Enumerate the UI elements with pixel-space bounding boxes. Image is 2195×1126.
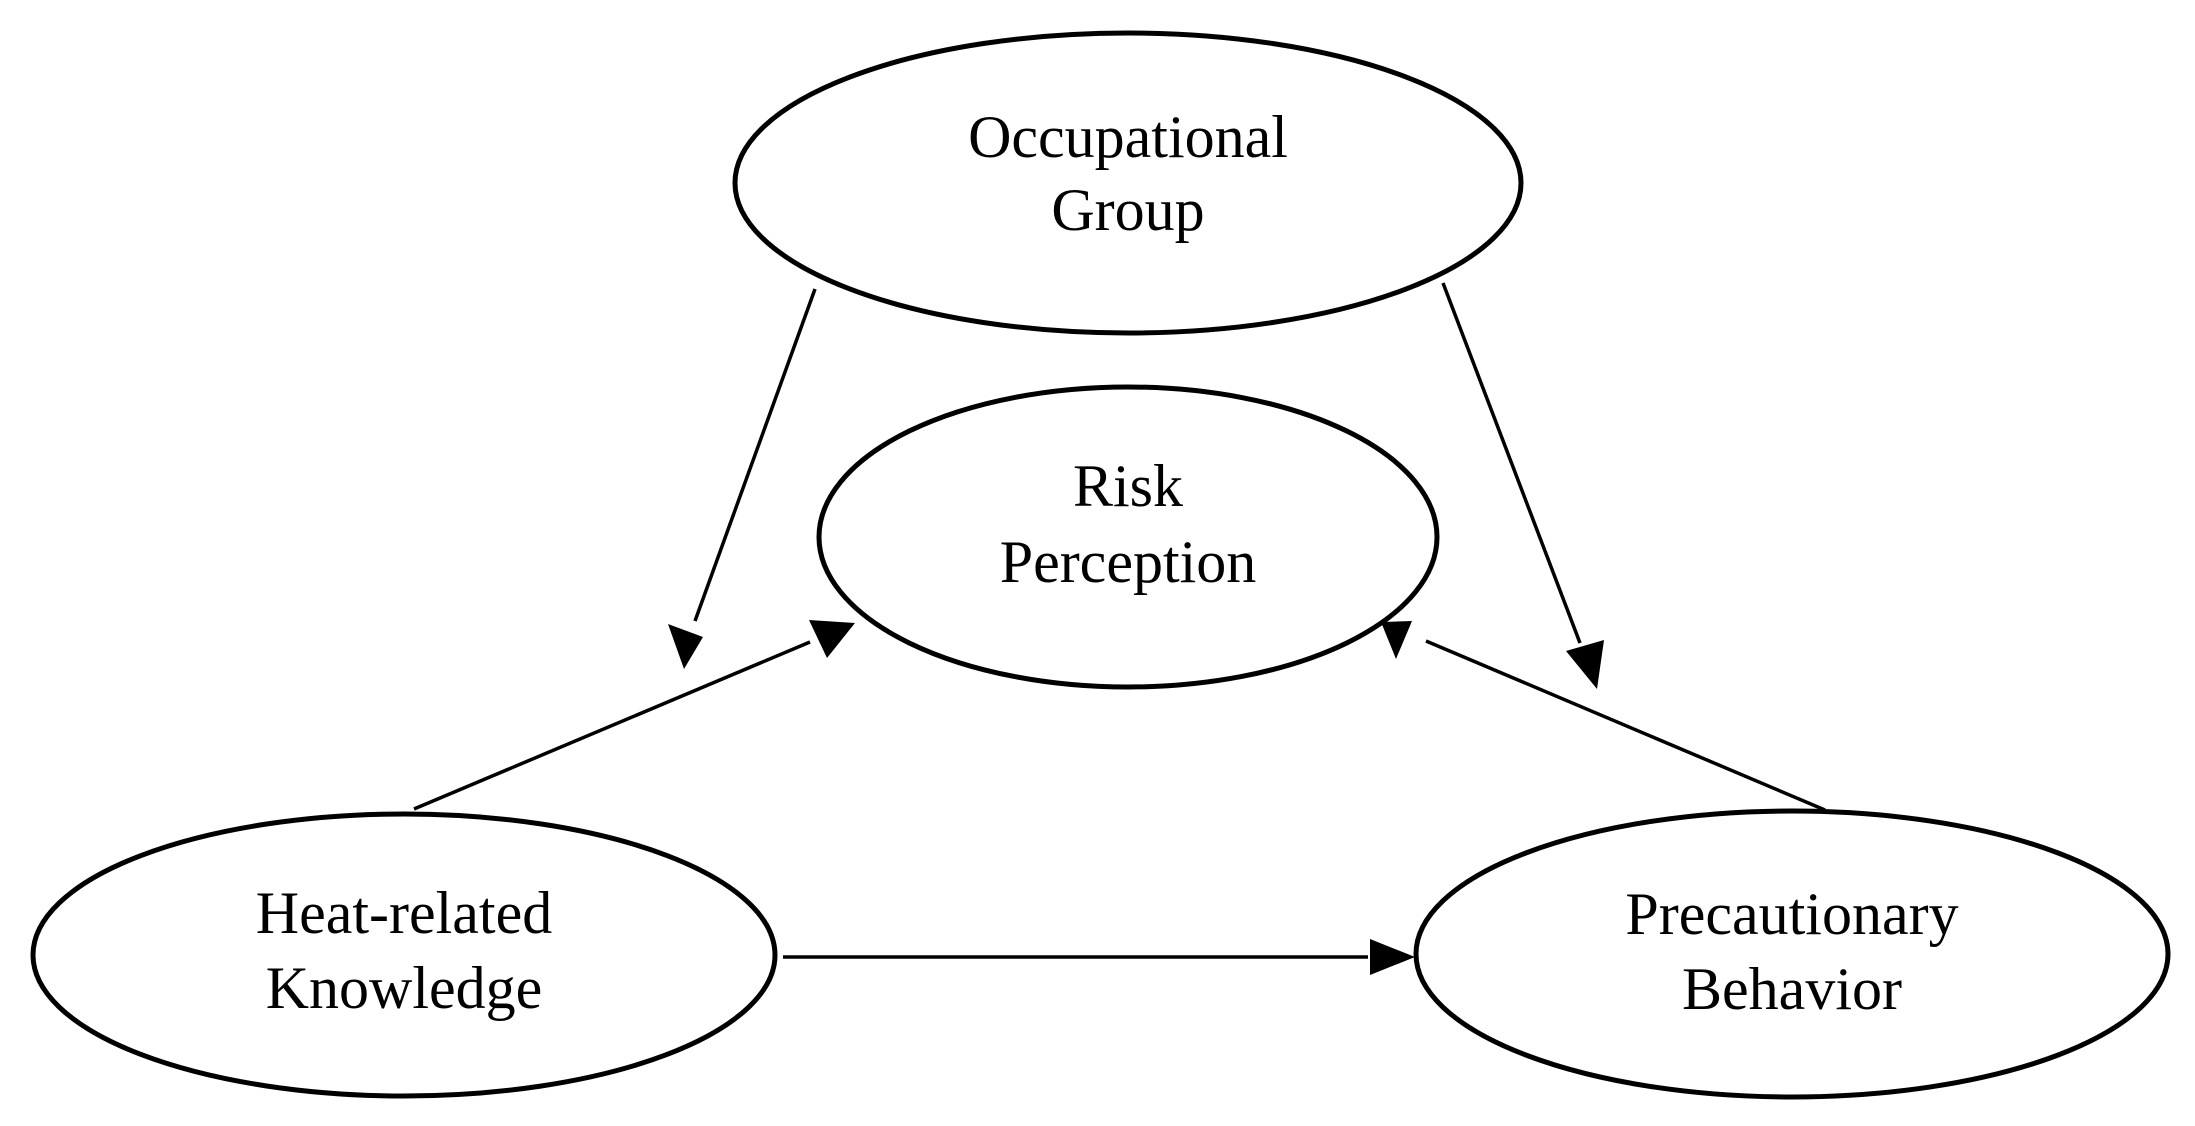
node-label-knowledge-line2: Knowledge [266, 955, 543, 1021]
node-label-knowledge-line1: Heat-related [256, 880, 552, 946]
node-label-occupational-line2: Group [1051, 177, 1204, 243]
edge-knowledge-to-behavior [783, 939, 1415, 975]
node-risk-perception: Risk Perception [816, 384, 1440, 690]
edge-knowledge-to-risk [413, 620, 855, 811]
node-heat-related-knowledge: Heat-related Knowledge [30, 811, 778, 1099]
node-occupational-group: Occupational Group [732, 30, 1524, 336]
node-precautionary-behavior: Precautionary Behavior [1413, 808, 2171, 1100]
node-label-risk-line2: Perception [1000, 529, 1257, 595]
node-label-risk-line1: Risk [1073, 453, 1183, 519]
node-label-behavior-line2: Behavior [1682, 956, 1902, 1022]
edge-occupational-to-knowledge [668, 288, 817, 669]
node-label-occupational-line1: Occupational [968, 104, 1288, 170]
edge-behavior-to-risk [1381, 621, 1826, 812]
edge-occupational-to-behavior [1441, 282, 1604, 689]
node-label-behavior-line1: Precautionary [1625, 881, 1958, 947]
